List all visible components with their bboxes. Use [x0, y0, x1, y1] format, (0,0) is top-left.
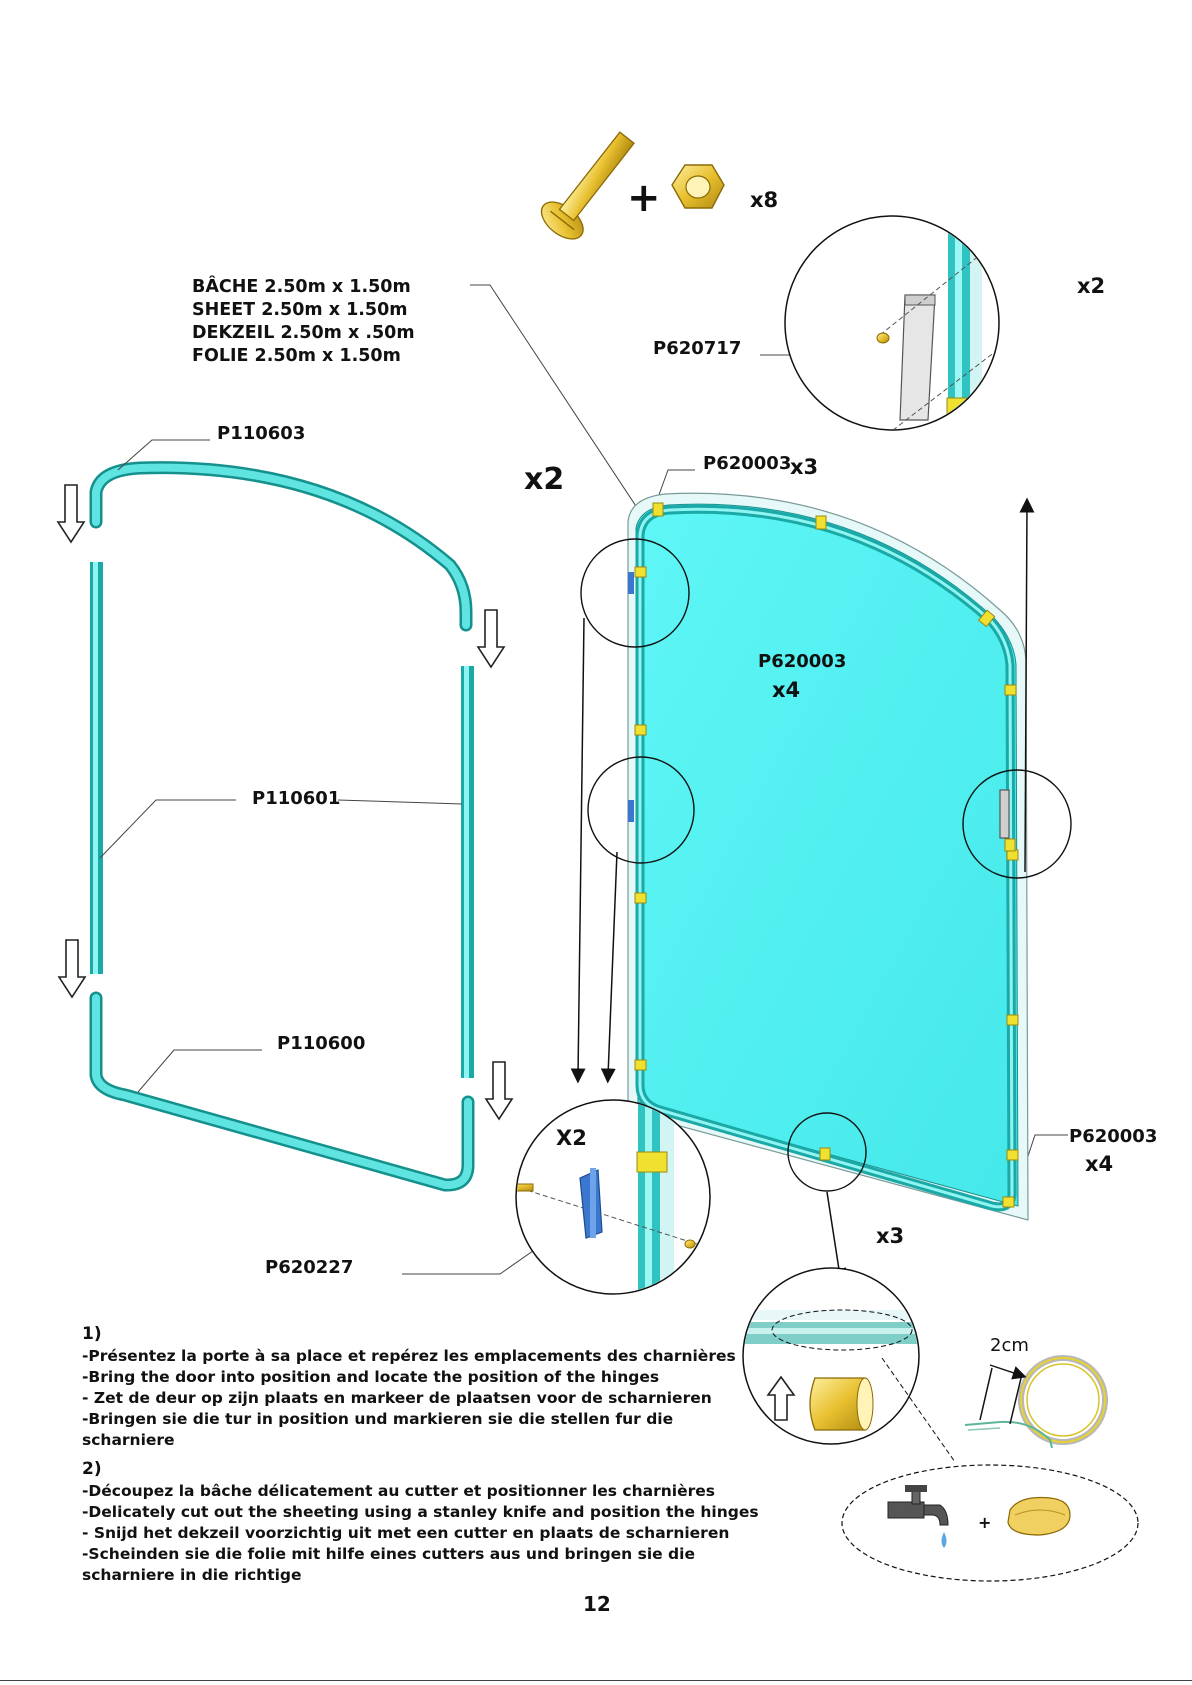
part-label-p620003-mid: P620003 — [758, 651, 847, 672]
hinge — [628, 572, 634, 822]
qty-x4-mid: x4 — [772, 678, 801, 702]
handle-detail-circle — [784, 215, 1000, 431]
sponge-icon — [1007, 1496, 1071, 1536]
frame-right-post-p110601 — [461, 666, 474, 1078]
instruction-line: -Présentez la porte à sa place et repére… — [82, 1347, 736, 1365]
qty-x4-right: x4 — [1085, 1152, 1114, 1176]
frame-top-arch-p110603 — [89, 461, 473, 632]
dashed-link — [881, 1357, 956, 1463]
dimension-2cm: 2cm — [990, 1335, 1029, 1356]
water-soap-detail — [841, 1464, 1139, 1582]
clip-detail-circle — [742, 1267, 920, 1445]
instruction-line: -Découpez la bâche délicatement au cutte… — [82, 1482, 715, 1500]
tape-roll-icon — [964, 1355, 1108, 1449]
sheeting-fr: BÂCHE 2.50m x 1.50m — [192, 277, 411, 297]
qty-x2-handle: x2 — [1077, 274, 1106, 298]
instruction-step-1: 1) -Présentez la porte à sa place et rep… — [82, 1324, 762, 1451]
nut-icon — [671, 164, 725, 209]
qty-X2-hinge: X2 — [556, 1126, 587, 1150]
down-arrow-icon — [56, 484, 514, 1121]
sheeting-de: FOLIE 2.50m x 1.50m — [192, 346, 401, 366]
qty-x2-main: x2 — [524, 462, 565, 497]
qty-x3-clip: x3 — [876, 1224, 905, 1248]
hinge-detail-circle — [515, 1099, 711, 1295]
part-label-p110603: P110603 — [217, 423, 306, 444]
part-label-p620717: P620717 — [653, 338, 742, 359]
bolt-icon — [540, 131, 635, 240]
instruction-line: -Bring the door into position and locate… — [82, 1368, 660, 1386]
footer-divider — [0, 1680, 1192, 1681]
part-label-p620003-right: P620003 — [1069, 1126, 1158, 1147]
sheeting-nl: DEKZEIL 2.50m x .50m — [192, 323, 415, 343]
instruction-line: -Delicately cut out the sheeting using a… — [82, 1503, 759, 1521]
water-tap-icon — [887, 1485, 949, 1548]
qty-x3-top: x3 — [790, 455, 819, 479]
part-label-p620003-top: P620003 — [703, 453, 792, 474]
frame-clip — [634, 502, 1019, 1208]
plus-sign-tap: + — [978, 1513, 992, 1532]
sheeting-en: SHEET 2.50m x 1.50m — [192, 300, 408, 320]
part-label-p110601: P110601 — [252, 788, 341, 809]
step-number: 2) — [82, 1459, 102, 1479]
sheeting-spec: BÂCHE 2.50m x 1.50m SHEET 2.50m x 1.50m … — [192, 276, 415, 368]
door-panel — [627, 492, 1029, 1221]
part-label-p110600: P110600 — [277, 1033, 366, 1054]
door-handle — [999, 789, 1010, 839]
instruction-line: - Snijd het dekzeil voorzichtig uit met … — [82, 1524, 730, 1542]
instruction-line: - Zet de deur op zijn plaats en markeer … — [82, 1389, 712, 1407]
detail-circle-marker — [580, 538, 1072, 1192]
frame-bottom-p110600 — [89, 991, 475, 1192]
qty-x8-bolts: x8 — [750, 188, 779, 212]
part-label-p620227: P620227 — [265, 1257, 354, 1278]
instruction-line: -Bringen sie die tur in position und mar… — [82, 1410, 674, 1449]
instruction-step-2: 2) -Découpez la bâche délicatement au cu… — [82, 1459, 762, 1586]
direction-arrows — [570, 497, 1035, 1284]
instruction-line: -Scheinden sie die folie mit hilfe eines… — [82, 1545, 695, 1584]
page-number: 12 — [583, 1592, 611, 1616]
frame-left-post-p110601 — [90, 562, 103, 974]
step-number: 1) — [82, 1324, 102, 1344]
plus-sign: + — [627, 175, 661, 221]
up-arrow-icon — [766, 1375, 796, 1421]
